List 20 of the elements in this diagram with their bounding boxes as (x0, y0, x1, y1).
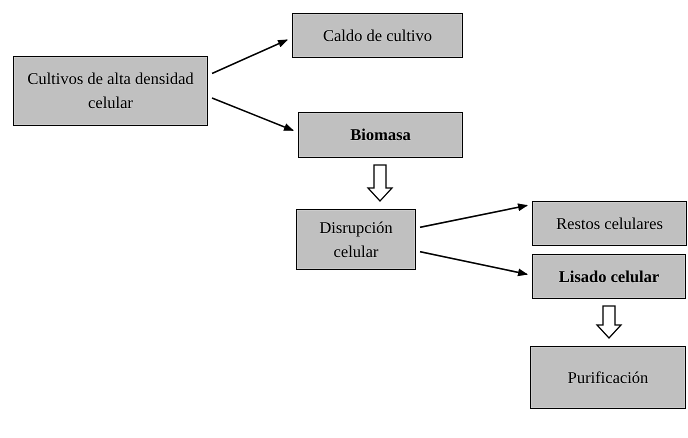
process-box (292, 13, 463, 58)
arrow (212, 39, 288, 74)
arrow (212, 97, 294, 132)
process-box (532, 254, 686, 299)
box-label: Restos celulares (556, 212, 663, 235)
arrow (420, 203, 528, 228)
process-box (298, 112, 463, 158)
hollow-arrow (596, 305, 622, 339)
box-label: Lisado celular (558, 266, 660, 288)
box-label: Disrupción celular (318, 216, 394, 262)
process-box (532, 201, 687, 246)
process-box (13, 56, 208, 126)
process-box (530, 346, 686, 409)
box-label: Purificación (568, 366, 648, 389)
process-box (296, 209, 416, 270)
box-label: Caldo de cultivo (322, 24, 432, 47)
arrow (420, 250, 528, 276)
hollow-arrow (366, 164, 394, 202)
box-label: Biomasa (350, 124, 411, 146)
box-label: Cultivos de alta densidad celular (26, 68, 195, 114)
